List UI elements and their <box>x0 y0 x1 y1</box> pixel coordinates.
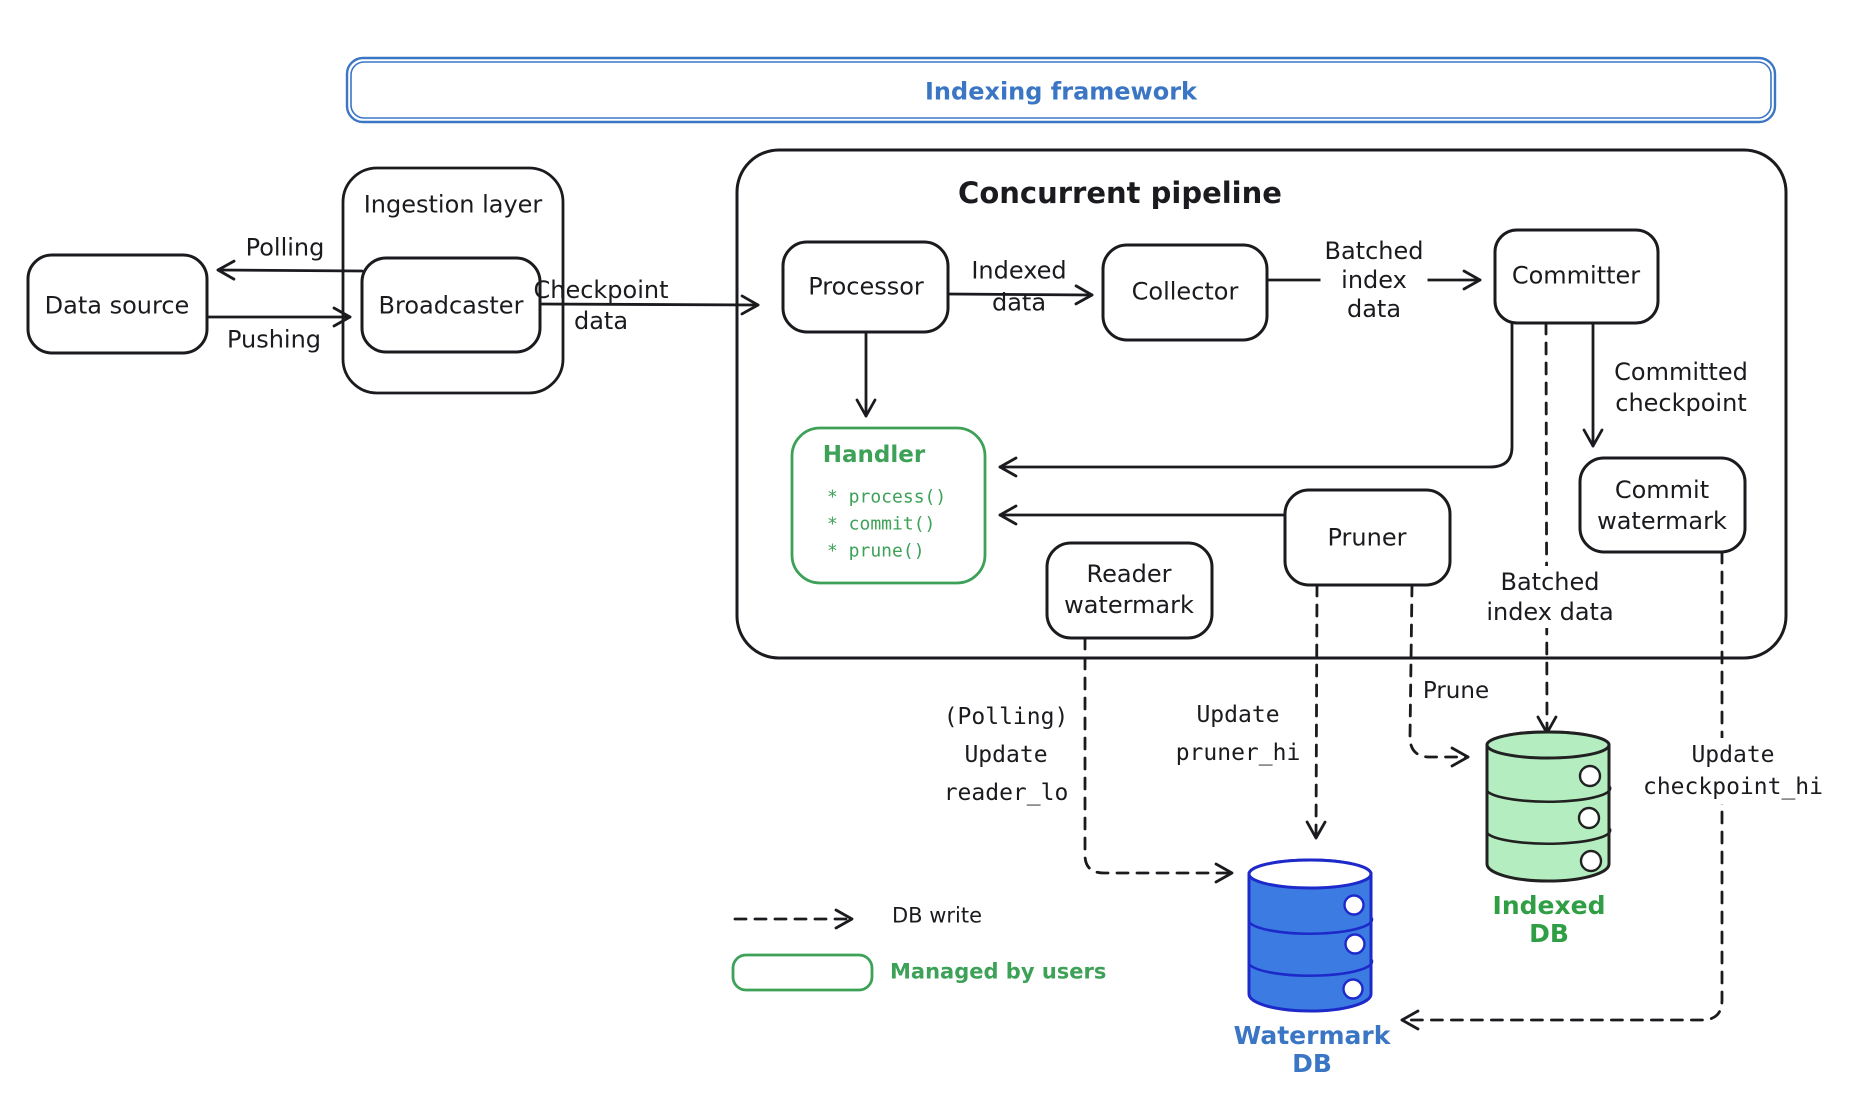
collector-box <box>1101 243 1269 342</box>
framework-title: Indexing framework <box>924 77 1198 106</box>
indexed-db-cylinder <box>1485 730 1612 883</box>
ingestion-layer-box <box>341 166 565 395</box>
legend-managed-by-users-label: Managed by users <box>890 959 1107 984</box>
pruner-label: Pruner <box>1327 523 1407 552</box>
checkpoint-data-label: Checkpoint data <box>533 275 669 335</box>
arrow-committer-to-handler <box>998 321 1514 478</box>
committed-checkpoint-label: Committed checkpoint <box>1614 357 1748 417</box>
pushing-label: Pushing <box>226 325 322 354</box>
collector-label: Collector <box>1131 277 1239 306</box>
legend-managed-by-users-box <box>731 953 874 992</box>
handler-box <box>790 426 987 585</box>
indexing-framework-box <box>345 56 1777 124</box>
handler-title: Handler <box>822 442 926 469</box>
dashed-arrow-pruner-to-watermark-db <box>1305 583 1327 840</box>
processor-label: Processor <box>808 272 924 301</box>
reader-watermark-box <box>1045 541 1214 640</box>
committer-label: Committer <box>1511 261 1641 290</box>
arrow-polling <box>216 259 364 281</box>
commit-watermark-label: Commit watermark <box>1597 475 1727 535</box>
batched-index-data-bottom-label: Batched index data <box>1482 566 1618 628</box>
polling-label: Polling <box>245 233 325 262</box>
dashed-arrow-prune-to-indexed-db <box>1408 583 1470 768</box>
data-source-box <box>26 253 209 355</box>
handler-methods: * process() * commit() * prune() <box>827 486 947 562</box>
dashed-arrow-commit-watermark-to-watermark-db <box>1400 550 1724 1031</box>
ingestion-layer-label: Ingestion layer <box>363 190 543 219</box>
prune-label: Prune <box>1422 678 1490 705</box>
pruner-box <box>1283 488 1452 587</box>
polling-update-reader-lo-label: (Polling) Update reader_lo <box>943 704 1069 806</box>
indexed-db-label: Indexed DB <box>1492 891 1606 948</box>
broadcaster-label: Broadcaster <box>378 291 524 320</box>
data-source-label: Data source <box>44 291 190 320</box>
concurrent-pipeline-title: Concurrent pipeline <box>958 176 1282 211</box>
indexed-data-label: Indexed data <box>971 256 1067 317</box>
update-pruner-hi-label: Update pruner_hi <box>1175 702 1301 766</box>
committer-box <box>1493 228 1660 325</box>
watermark-db-label: Watermark DB <box>1233 1021 1391 1078</box>
arrow-checkpoint-data <box>538 294 760 316</box>
legend-db-write-label: DB write <box>892 903 983 928</box>
concurrent-pipeline-box <box>735 148 1788 660</box>
batched-index-data-top-label: Batched index data <box>1320 235 1428 325</box>
watermark-db-cylinder <box>1247 858 1374 1013</box>
update-checkpoint-hi-label: Update checkpoint_hi <box>1638 738 1828 804</box>
dashed-arrow-committer-to-indexed-db <box>1536 321 1558 735</box>
reader-watermark-label: Reader watermark <box>1064 559 1194 619</box>
dashed-arrow-reader-to-watermark-db <box>1083 636 1234 884</box>
arrow-indexed-data <box>946 284 1094 306</box>
commit-watermark-box <box>1578 456 1747 554</box>
